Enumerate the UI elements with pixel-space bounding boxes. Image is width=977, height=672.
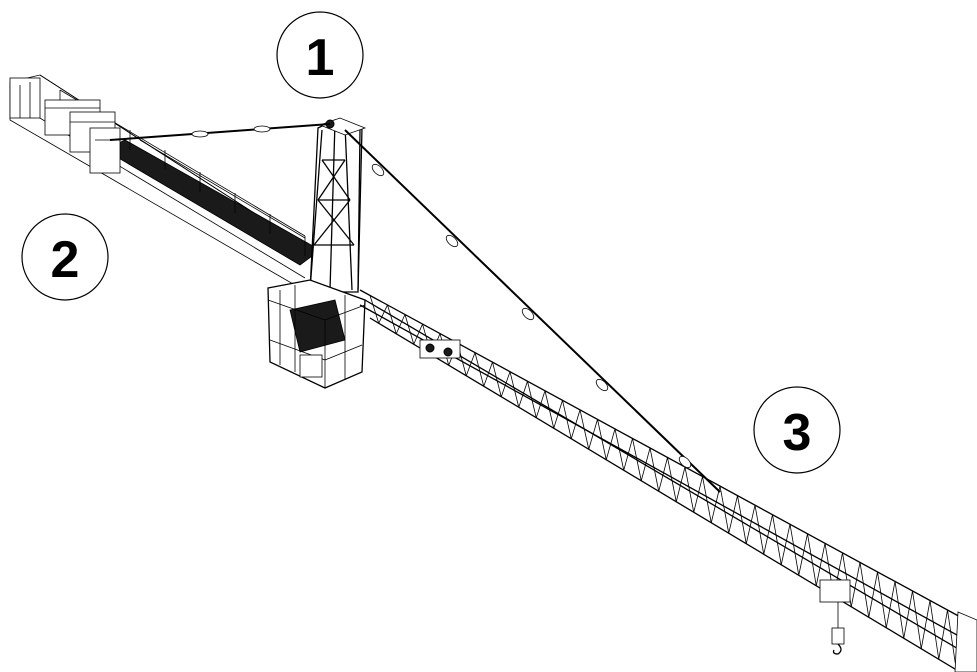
jib-lattice-member <box>929 600 940 660</box>
jib-lattice-member <box>859 562 870 618</box>
jib-lattice-member <box>868 571 878 618</box>
jib-lattice-member <box>474 352 485 387</box>
callout-1-label: 1 <box>306 29 335 87</box>
jib-lattice-member <box>509 371 520 408</box>
jib-lattice-member <box>570 409 581 439</box>
jib-lattice-member <box>649 447 660 492</box>
jib-lattice-member <box>492 362 502 397</box>
callout-1: 1 <box>276 11 364 99</box>
jib-lattice-member <box>745 505 756 544</box>
jib-lattice-member <box>807 533 817 586</box>
jib-lattice-member <box>684 466 695 513</box>
jib-lattice-member <box>605 428 616 460</box>
counter-jib <box>9 74 331 289</box>
jib-lattice-member <box>527 381 537 418</box>
jib-lattice-member <box>737 495 747 544</box>
jib-lattice-member <box>614 428 625 471</box>
jib-lattice-member <box>877 571 887 628</box>
jib-lattice-member <box>798 533 808 576</box>
jib-lattice-member <box>947 609 957 670</box>
jib-lattice-member <box>553 400 563 429</box>
jib-lattice-member <box>702 476 712 523</box>
callout-2-label: 2 <box>51 231 80 289</box>
jib-lattice-member <box>667 457 677 502</box>
jib-lattice-member <box>632 438 642 481</box>
jib-lattice-member <box>465 352 476 376</box>
jib-lattice-member <box>588 419 598 450</box>
jib-lattice-member <box>658 457 668 492</box>
jib <box>359 289 977 672</box>
tower-head <box>309 117 367 293</box>
jib-lattice-member <box>903 590 913 639</box>
jib-lattice-member <box>912 590 922 649</box>
jib-lattice-member <box>815 543 826 586</box>
jib-lattice-member <box>518 381 528 408</box>
jib-lattice-member <box>693 476 703 513</box>
jib-lattice-member <box>535 390 546 418</box>
pendant-ties <box>109 123 721 493</box>
jib-lattice-member <box>544 390 555 429</box>
jib-lattice-member <box>413 323 423 345</box>
jib-lattice-member <box>763 514 773 555</box>
jib-lattice-member <box>920 600 931 649</box>
jib-lattice-member <box>369 295 380 324</box>
jib-lattice-member <box>500 371 511 397</box>
jib-lattice-member <box>780 524 791 565</box>
jib-lattice-member <box>938 609 948 660</box>
jib-lattice-member <box>623 438 633 471</box>
callout-3: 3 <box>753 386 841 474</box>
jib-lattice-member <box>885 581 896 628</box>
jib-lattice-member <box>789 524 800 576</box>
jib-lattice-member <box>640 447 651 481</box>
jib-lattice-member <box>728 495 738 534</box>
jib-lattice-member <box>850 562 861 607</box>
callout-3-label: 3 <box>783 404 812 462</box>
jib-lattice-member <box>597 419 607 460</box>
jib-lattice-member <box>772 514 782 565</box>
jib-lattice-member <box>579 409 590 450</box>
slewing-unit <box>267 279 366 389</box>
callout-2: 2 <box>21 213 109 301</box>
jib-lattice-member <box>483 362 493 387</box>
jib-lattice-member <box>404 314 415 345</box>
jib-lattice-member <box>395 314 406 334</box>
jib-lattice-member <box>675 466 686 502</box>
jib-lattice-member <box>719 486 730 534</box>
jib-lattice-member <box>378 304 388 324</box>
jib-lattice-member <box>754 505 765 555</box>
jib-lattice-member <box>562 400 572 439</box>
jib-lattice-member <box>387 304 397 334</box>
jib-lattice-member <box>894 581 905 639</box>
jib-lattice-member <box>710 486 721 523</box>
